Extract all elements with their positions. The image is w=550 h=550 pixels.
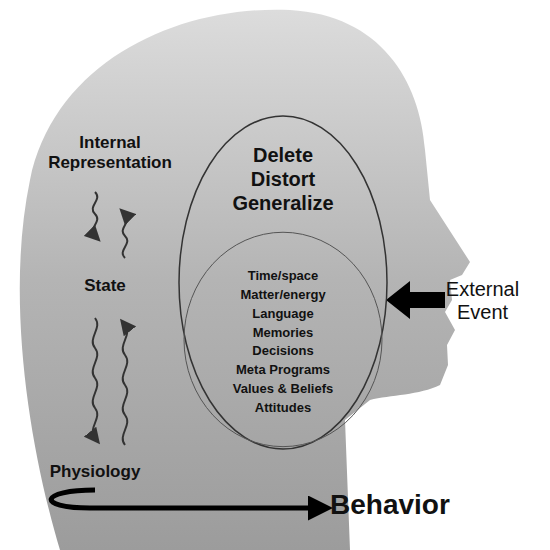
stage-label: Internal Representation xyxy=(25,133,195,172)
stage-label: External Event xyxy=(425,278,540,324)
wavy-arrow-down xyxy=(93,192,98,236)
outer-ellipse xyxy=(179,116,387,449)
filter-item: Language xyxy=(252,305,313,324)
filter-item: Decisions xyxy=(252,342,313,361)
inner-ellipse xyxy=(184,232,382,446)
filter-item: Attitudes xyxy=(255,399,311,418)
filter-heading: Delete Distort Generalize xyxy=(223,143,343,215)
stage-label: Behavior xyxy=(330,489,510,521)
stage-label: State xyxy=(60,276,150,296)
filter-oval: Delete Distort GeneralizeTime/spaceMatte… xyxy=(178,115,388,450)
wavy-arrow-down xyxy=(93,318,98,438)
oval-content: Delete Distort GeneralizeTime/spaceMatte… xyxy=(178,115,388,450)
filter-item: Matter/energy xyxy=(240,286,325,305)
stage-label: Physiology xyxy=(35,462,155,482)
wavy-arrow-up xyxy=(123,214,128,258)
filter-item: Meta Programs xyxy=(236,361,330,380)
head-silhouette xyxy=(20,10,470,550)
behavior-arrow xyxy=(51,490,318,508)
filter-item: Values & Beliefs xyxy=(233,380,333,399)
wavy-arrow-up xyxy=(123,325,128,445)
filter-item: Memories xyxy=(253,324,314,343)
external-event-arrow xyxy=(386,281,445,319)
filter-item: Time/space xyxy=(248,267,319,286)
